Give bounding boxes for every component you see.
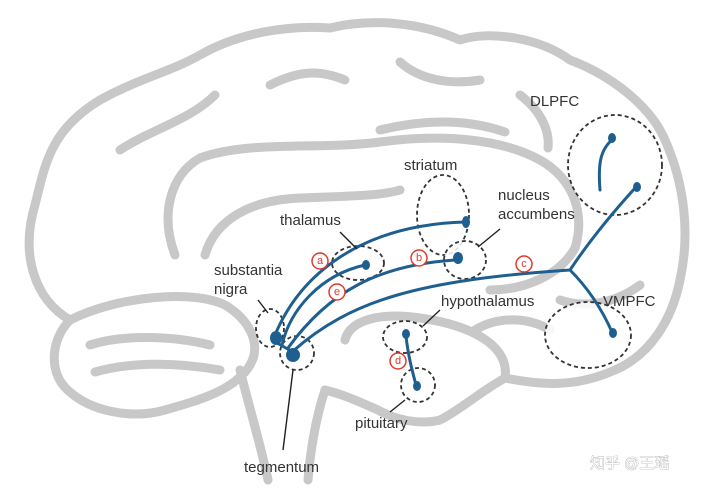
svg-text:b: b [416,252,422,264]
label-tegmentum: tegmentum [244,459,319,476]
marker-e: e [328,283,346,301]
temporal-lower-contour [320,385,445,427]
brainstem-right [303,385,330,485]
region-rings [255,114,663,403]
gyrus-fold-5 [375,117,510,137]
endpoint-striatum [462,216,470,228]
marker-a: a [311,252,329,270]
cortex-outer-contour [24,18,690,425]
pathway-endpoints [270,133,641,391]
callosum-inner-contour [200,185,405,260]
temporal-lobe-contour [340,311,510,383]
endpoint-dlpfc-upper [608,133,616,143]
dlpfc-region [567,114,663,216]
label-substantia-line2: nigra [214,281,248,298]
label-hypothalamus: hypothalamus [441,293,534,310]
leader-hypothalamus [422,309,441,327]
pathway-pituitary [404,334,418,387]
pathway-to-vmpfc [568,268,614,334]
pathway-thalamus [280,263,367,347]
label-dlpfc: DLPFC [530,93,579,110]
marker-c: c [515,255,533,273]
gyrus-fold-4 [515,90,553,153]
leader-lines [257,228,501,451]
vmpfc-region [544,301,632,369]
endpoint-hypothalamus [402,329,410,339]
svg-text:d: d [395,355,401,367]
pathway-mesocortical [290,268,572,354]
svg-text:a: a [317,255,324,267]
brainstem-left [235,365,273,485]
leader-thalamus [339,231,358,250]
pathway-dlpfc-curl [597,138,614,192]
leader-pituitary [389,399,406,413]
endpoint-pituitary [413,381,421,391]
pathway-markers: a b c d e [311,249,533,370]
pathway-nucleus-accumbens [286,258,457,350]
region-labels: DLPFC striatum nucleus accumbens thalamu… [214,93,656,476]
gyrus-fold-7 [470,315,555,335]
leader-substantia-nigra [257,299,269,314]
endpoint-nucleus-accumbens [453,252,463,264]
endpoint-dlpfc-lower [633,182,641,192]
striatum-region [416,174,470,256]
watermark-text: 知乎 @王瑶 [590,455,669,472]
marker-d: d [389,352,407,370]
cerebellum-contour [49,292,260,419]
cerebellum-fold-2 [90,359,225,377]
corpus-callosum-contour [163,133,584,295]
cell-body-substantia-nigra [270,331,282,345]
label-substantia-line1: substantia [214,262,283,279]
cell-body-tegmentum [286,348,300,362]
nucleus-accumbens-region [443,240,487,280]
pathway-to-dlpfc [568,185,638,272]
gyrus-fold-2 [265,68,350,90]
gyrus-fold-1 [115,90,220,155]
label-striatum: striatum [404,157,457,174]
label-nucleus-line1: nucleus [498,187,550,204]
svg-text:e: e [334,286,340,298]
pathway-striatum [273,220,467,337]
endpoint-thalamus [362,260,370,270]
leader-tegmentum [282,369,294,451]
leader-nucleus-accumbens [477,228,501,248]
brain-outline [24,18,690,485]
gyrus-fold-6 [555,280,645,309]
gyrus-fold-3 [395,57,485,87]
label-vmpfc: VMPFC [603,293,656,310]
label-pituitary: pituitary [355,415,408,432]
marker-b: b [410,249,428,267]
cerebellum-fold-1 [85,333,215,350]
label-thalamus: thalamus [280,212,341,229]
endpoint-vmpfc [609,328,617,338]
pathways [270,138,638,387]
svg-text:c: c [521,258,527,270]
label-nucleus-line2: accumbens [498,206,575,223]
